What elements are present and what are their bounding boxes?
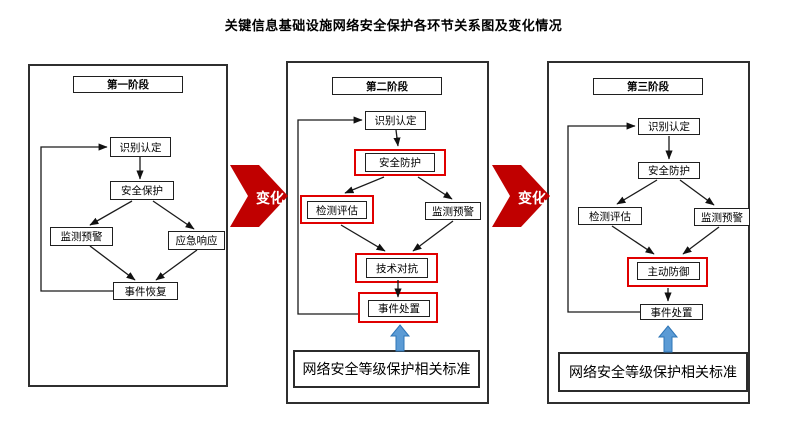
phase-2-header: 第二阶段 [332, 77, 442, 95]
phase-3-header: 第三阶段 [593, 78, 703, 95]
node-p2-protect: 安全防护 [365, 153, 435, 172]
node-p1-recover: 事件恢复 [113, 282, 178, 300]
node-p1-protect: 安全保护 [110, 181, 174, 200]
standard-box-p3: 网络安全等级保护相关标准 [558, 352, 748, 392]
node-p3-defend: 主动防御 [637, 262, 700, 280]
node-p1-respond: 应急响应 [168, 231, 225, 250]
node-p2-monitor: 监测预警 [425, 202, 481, 220]
node-p3-identify: 识别认定 [638, 118, 700, 135]
node-p1-monitor: 监测预警 [50, 227, 113, 246]
node-p3-protect: 安全防护 [638, 162, 700, 179]
diagram-title: 关键信息基础设施网络安全保护各环节关系图及变化情况 [224, 19, 563, 34]
node-p2-identify: 识别认定 [365, 111, 426, 130]
change-label-2: 变化 [518, 191, 546, 207]
phase-1-header: 第一阶段 [73, 76, 183, 93]
node-p3-monitor: 监测预警 [694, 208, 750, 226]
node-p2-handle: 事件处置 [368, 300, 430, 317]
node-p2-counter: 技术对抗 [366, 258, 428, 278]
node-p3-handle: 事件处置 [640, 304, 703, 320]
change-label-1: 变化 [256, 191, 284, 207]
node-p3-assess: 检测评估 [578, 207, 642, 225]
standard-box-p2: 网络安全等级保护相关标准 [293, 350, 480, 388]
node-p1-identify: 识别认定 [110, 137, 171, 157]
panel-phase-1 [28, 64, 228, 387]
node-p2-assess: 检测评估 [307, 201, 367, 219]
